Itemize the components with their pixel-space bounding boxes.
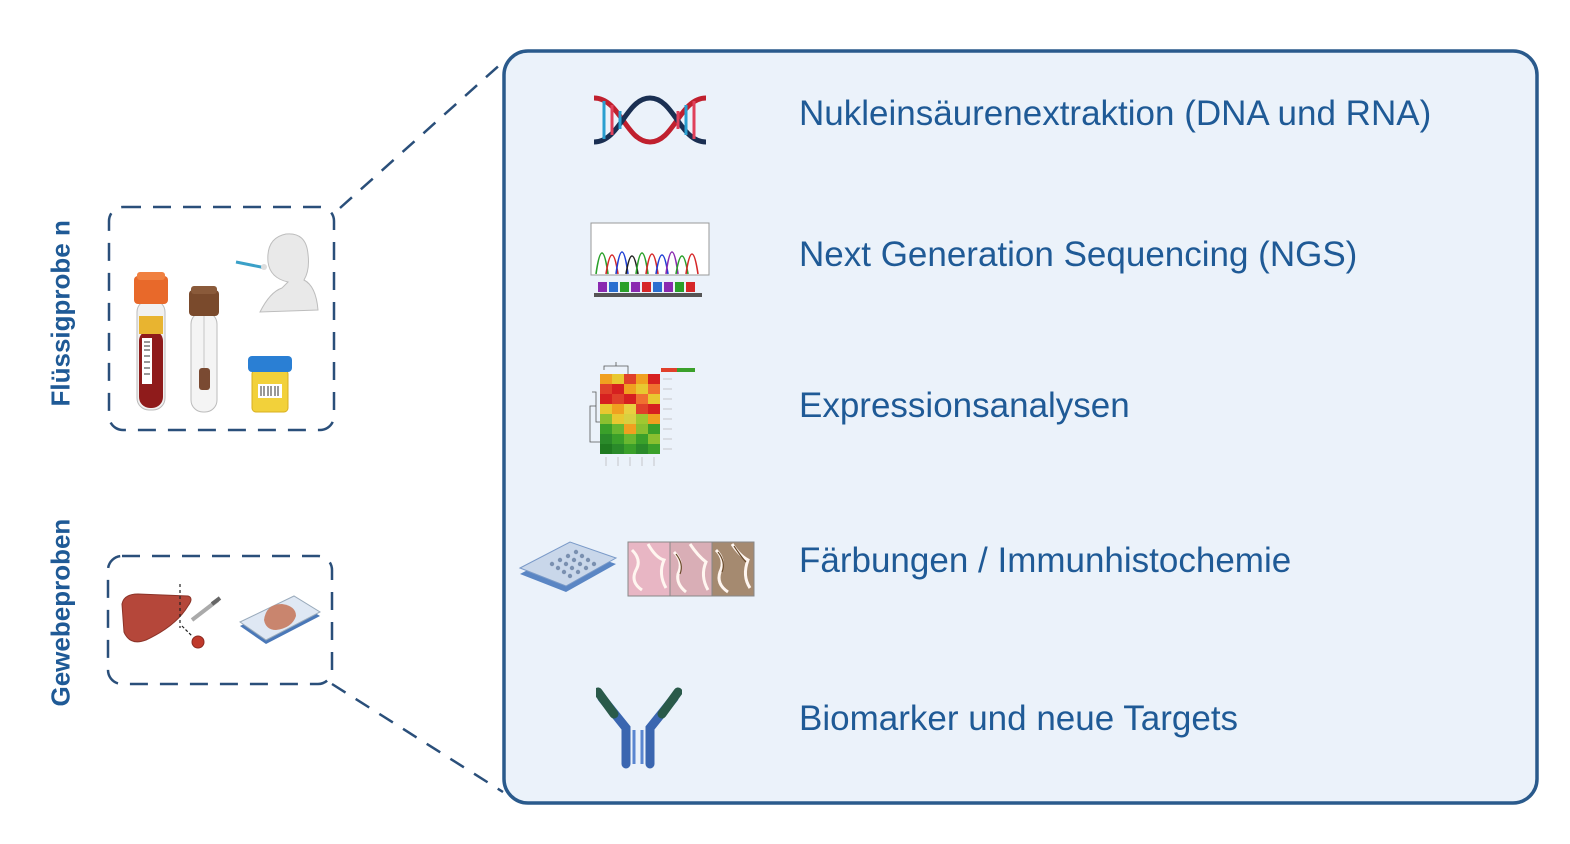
dna-helix-icon <box>593 95 707 145</box>
liquid-samples-box <box>107 205 336 432</box>
tissue-samples-box <box>106 554 334 686</box>
analysis-item-biomarker: Biomarker und neue Targets <box>799 699 1239 738</box>
analysis-item-expression: Expressionsanalysen <box>799 386 1130 425</box>
analysis-panel <box>502 49 1539 805</box>
tissue-microarray-stain-icon <box>518 541 755 597</box>
lower-connector-line <box>331 682 504 794</box>
upper-connector-line <box>339 61 504 209</box>
liquid-samples-illustration <box>134 233 319 413</box>
liquid-samples-text: Flüssigprobe n <box>45 220 76 407</box>
person-swab-icon <box>235 233 319 313</box>
tissue-samples-illustration <box>121 584 322 649</box>
sequencing-chromatogram-icon <box>590 222 710 297</box>
analysis-item-staining: Färbungen / Immunhistochemie <box>799 541 1292 580</box>
antibody-icon <box>596 687 682 769</box>
liver-biopsy-icon <box>121 584 222 649</box>
swab-tube-icon <box>189 286 219 413</box>
tissue-samples-label: Gewebeproben <box>46 519 77 707</box>
tissue-slide-icon <box>239 595 322 644</box>
tissue-samples-text: Gewebeproben <box>45 518 76 707</box>
urine-cup-icon <box>248 356 292 413</box>
analysis-item-dna-extraction: Nukleinsäurenextraktion (DNA und RNA) <box>799 94 1432 133</box>
analysis-item-ngs: Next Generation Sequencing (NGS) <box>799 235 1358 274</box>
liquid-samples-label: Flüssigprobe n <box>46 220 77 406</box>
heatmap-icon <box>589 362 695 466</box>
blood-tube-icon <box>134 272 168 411</box>
